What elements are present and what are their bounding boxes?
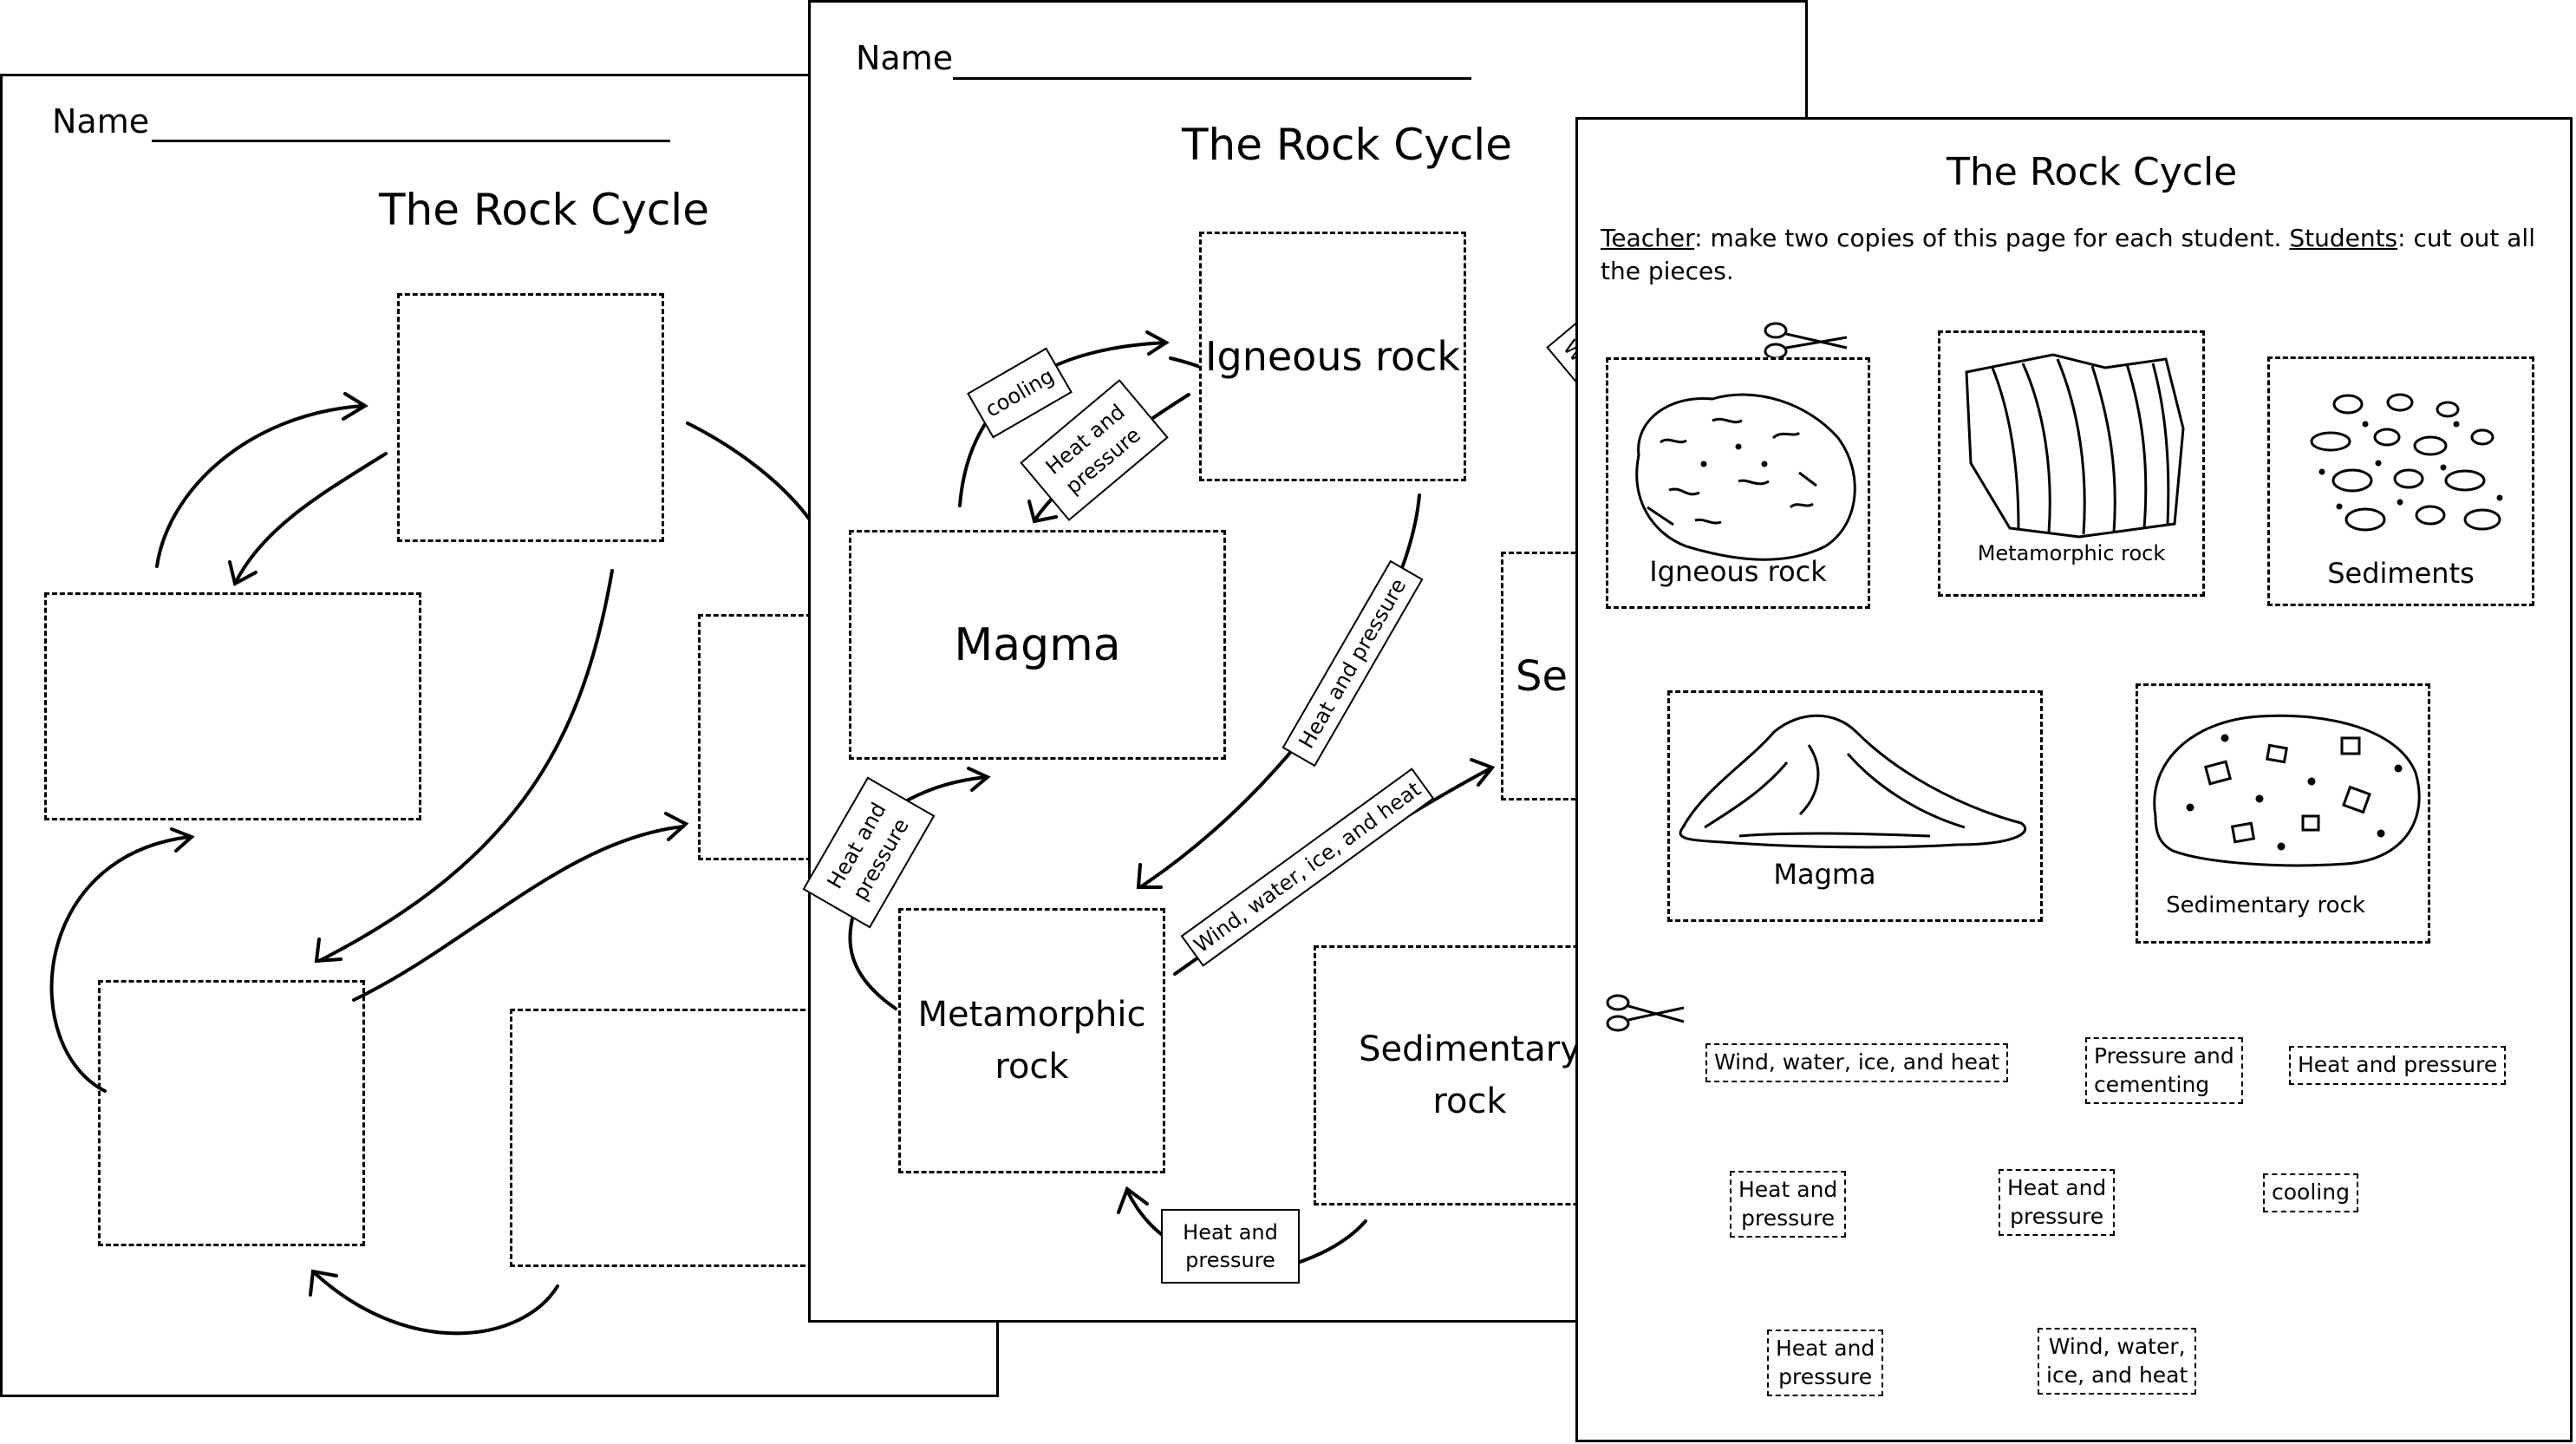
sedimentary-label-line1: Sedimentary	[1359, 1029, 1581, 1069]
igneous-rock-box: Igneous rock	[1199, 232, 1466, 481]
strip-heat-pressure-2[interactable]: Heat and pressure	[1730, 1171, 1847, 1238]
cycle-arrows	[49, 392, 811, 1336]
sheet-title: The Rock Cycle	[379, 185, 709, 235]
name-line	[953, 77, 1471, 80]
name-label: Name	[52, 102, 150, 140]
strip-cooling[interactable]: cooling	[2263, 1173, 2358, 1212]
strip-line2: pressure	[1741, 1205, 1836, 1231]
sedimentary-rock-icon	[2153, 714, 2421, 867]
students-text: : cut out all the pieces.	[1601, 224, 2535, 285]
sedimentary-label-line2: rock	[1432, 1081, 1507, 1121]
blank-box-top	[397, 293, 664, 542]
tag-line1: Heat and	[1183, 1219, 1278, 1245]
worksheet-cutouts: The Rock Cycle Teacher: make two copies …	[1575, 117, 2573, 1442]
sedimentary-rock-box: Sedimentary rock	[1314, 945, 1626, 1206]
sedimentary-rock-piece[interactable]: Sedimentary rock	[2136, 683, 2430, 944]
strip-heat-pressure-4[interactable]: Heat and pressure	[1767, 1330, 1884, 1396]
strip-heat-pressure-1[interactable]: Heat and pressure	[2289, 1046, 2507, 1085]
metamorphic-label-line2: rock	[995, 1047, 1069, 1087]
magma-box: Magma	[849, 530, 1226, 760]
magma-piece[interactable]: Magma	[1667, 690, 2043, 922]
strip-wind-water-ice-heat[interactable]: Wind, water, ice, and heat	[1705, 1043, 2009, 1082]
strip-line2: pressure	[2010, 1203, 2104, 1229]
metamorphic-label-line1: Metamorphic	[917, 995, 1146, 1035]
sediments-label: Se	[1516, 651, 1568, 701]
sheet-title: The Rock Cycle	[1947, 150, 2238, 194]
strip-line2: pressure	[1778, 1363, 1873, 1389]
strip-line1: Heat and	[2007, 1175, 2107, 1200]
strip-line2: ice, and heat	[2046, 1362, 2188, 1388]
strip-line1: Heat and	[1738, 1177, 1838, 1202]
strip-line2: cementing	[2094, 1071, 2210, 1097]
strip-line1: Pressure and	[2094, 1043, 2234, 1068]
instructions: Teacher: make two copies of this page fo…	[1601, 222, 2537, 288]
strip-line1: Heat and	[1776, 1336, 1875, 1361]
blank-box-bottom-left	[98, 980, 365, 1246]
igneous-rock-label: Igneous rock	[1649, 555, 1827, 588]
sedimentary-rock-label: Sedimentary rock	[2166, 892, 2365, 918]
igneous-rock-piece[interactable]: Igneous rock	[1606, 357, 1870, 609]
magma-label: Magma	[1773, 858, 1876, 891]
magma-icon	[1679, 714, 2027, 849]
blank-box-bottom-right	[510, 1009, 813, 1267]
scissors-icon-lower	[1606, 994, 1685, 1032]
metamorphic-rock-box: Metamorphic rock	[898, 908, 1165, 1173]
blank-box-left	[44, 592, 421, 820]
students-word: Students	[2289, 224, 2398, 252]
sheet-title: The Rock Cycle	[1182, 120, 1512, 170]
sediments-piece[interactable]: Sediments	[2267, 356, 2534, 606]
igneous-rock-label: Igneous rock	[1204, 332, 1461, 380]
strip-pressure-cementing[interactable]: Pressure and cementing	[2085, 1037, 2243, 1104]
tag-line2: pressure	[1185, 1248, 1275, 1272]
igneous-rock-icon	[1635, 393, 1856, 561]
metamorphic-rock-piece[interactable]: Metamorphic rock	[1938, 330, 2205, 597]
metamorphic-rock-label: Metamorphic rock	[1977, 541, 2166, 565]
teacher-word: Teacher	[1601, 224, 1695, 252]
metamorphic-rock-icon	[1965, 353, 2185, 539]
sediments-label: Sediments	[2327, 557, 2475, 590]
name-line	[152, 140, 670, 142]
teacher-text: : make two copies of this page for each …	[1694, 224, 2290, 252]
magma-label: Magma	[954, 618, 1121, 671]
name-label: Name	[856, 39, 954, 77]
strip-wind-water-ice-heat-2[interactable]: Wind, water, ice, and heat	[2038, 1328, 2197, 1395]
tag-heat-pressure-bottom: Heat and pressure	[1161, 1209, 1300, 1284]
sediments-icon	[2310, 393, 2503, 532]
strip-heat-pressure-3[interactable]: Heat and pressure	[1999, 1169, 2116, 1236]
strip-line1: Wind, water,	[2048, 1334, 2186, 1359]
